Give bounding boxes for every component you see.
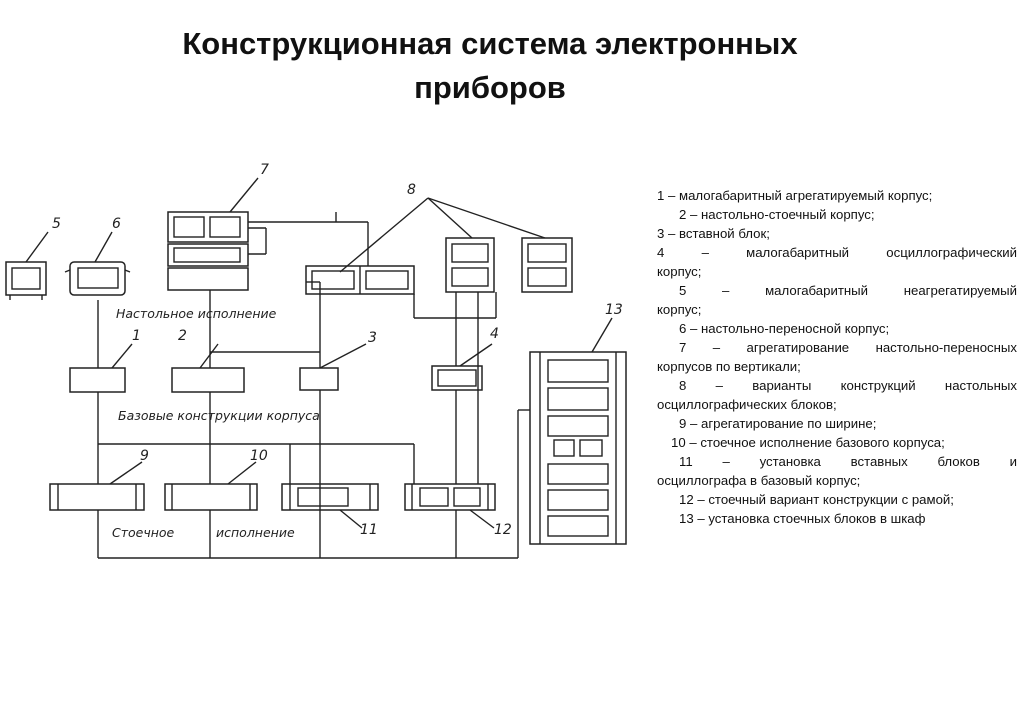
callout-3: 3: [368, 330, 377, 346]
slide-title: Конструкционная система электронных приб…: [40, 22, 940, 110]
legend-item-6: 6 – настольно-переносной корпус;: [679, 321, 890, 336]
callout-4: 4: [490, 326, 499, 342]
legend-item-2: 2 – настольно-стоечный корпус;: [679, 207, 875, 222]
legend-item-13: 13 – установка стоечных блоков в шкаф: [679, 511, 926, 526]
legend-item-4-cont: корпус;: [657, 264, 702, 279]
label-rack-1: Стоечное: [112, 525, 175, 540]
legend-item-10: 10 – стоечное исполнение базового корпус…: [671, 435, 945, 450]
callout-12: 12: [494, 522, 512, 538]
device-8-oscilloscope-variants: [305, 197, 573, 295]
legend: 1 – малогабаритный агрегатируемый корпус…: [657, 186, 1017, 528]
device-6-portable-case: [64, 231, 131, 296]
label-desktop: Настольное исполнение: [116, 306, 277, 321]
connection-lines: [97, 212, 519, 559]
device-1-aggregated-case: [69, 343, 133, 393]
callout-2: 2: [178, 328, 187, 344]
title-line-1: Конструкционная система электронных: [182, 26, 798, 61]
device-3-plug-in-unit: [299, 343, 367, 391]
device-4-oscilloscope-case: [431, 343, 493, 391]
callout-6: 6: [112, 216, 121, 232]
callout-9: 9: [140, 448, 149, 464]
device-7-stacked-cases: [167, 177, 259, 291]
legend-item-12: 12 – стоечный вариант конструкции с рамо…: [679, 492, 954, 507]
legend-item-5-cont: корпус;: [657, 302, 702, 317]
legend-item-7-cont: корпусов по вертикали;: [657, 359, 801, 374]
legend-item-5: 5 – малогабаритный неагрегатируемый: [679, 283, 1017, 298]
legend-item-1: 1 – малогабаритный агрегатируемый корпус…: [657, 188, 933, 203]
callout-11: 11: [360, 522, 378, 538]
legend-item-11: 11 – установка вставных блоков и: [679, 454, 1017, 469]
legend-item-11-cont: осциллографа в базовый корпус;: [657, 473, 861, 488]
legend-item-3: 3 – вставной блок;: [657, 226, 770, 241]
device-2-desk-rack-case: [171, 343, 245, 393]
legend-item-8-cont: осциллографических блоков;: [657, 397, 837, 412]
legend-item-4: 4 – малогабаритный осциллографический: [657, 245, 1017, 260]
device-13-cabinet: [517, 317, 627, 545]
callout-8: 8: [407, 182, 416, 198]
label-rack-2: исполнение: [216, 525, 295, 540]
device-12-rack-with-frame: [404, 483, 496, 529]
callout-10: 10: [250, 448, 268, 464]
legend-item-7: 7 – агрегатирование настольно-переносных: [679, 340, 1017, 355]
callout-7: 7: [260, 162, 269, 178]
title-line-2: приборов: [414, 70, 566, 105]
device-9-width-aggregation: [49, 461, 145, 511]
callout-5: 5: [52, 216, 61, 232]
callout-13: 13: [605, 302, 623, 318]
callout-1: 1: [132, 328, 141, 344]
device-5-small-case: [5, 231, 49, 300]
label-base: Базовые конструкции корпуса: [118, 408, 320, 423]
legend-item-8: 8 – варианты конструкций настольных: [679, 378, 1017, 393]
legend-item-9: 9 – агрегатирование по ширине;: [679, 416, 877, 431]
device-11-inserted-units: [281, 483, 379, 529]
device-10-rack-base-case: [164, 461, 258, 511]
